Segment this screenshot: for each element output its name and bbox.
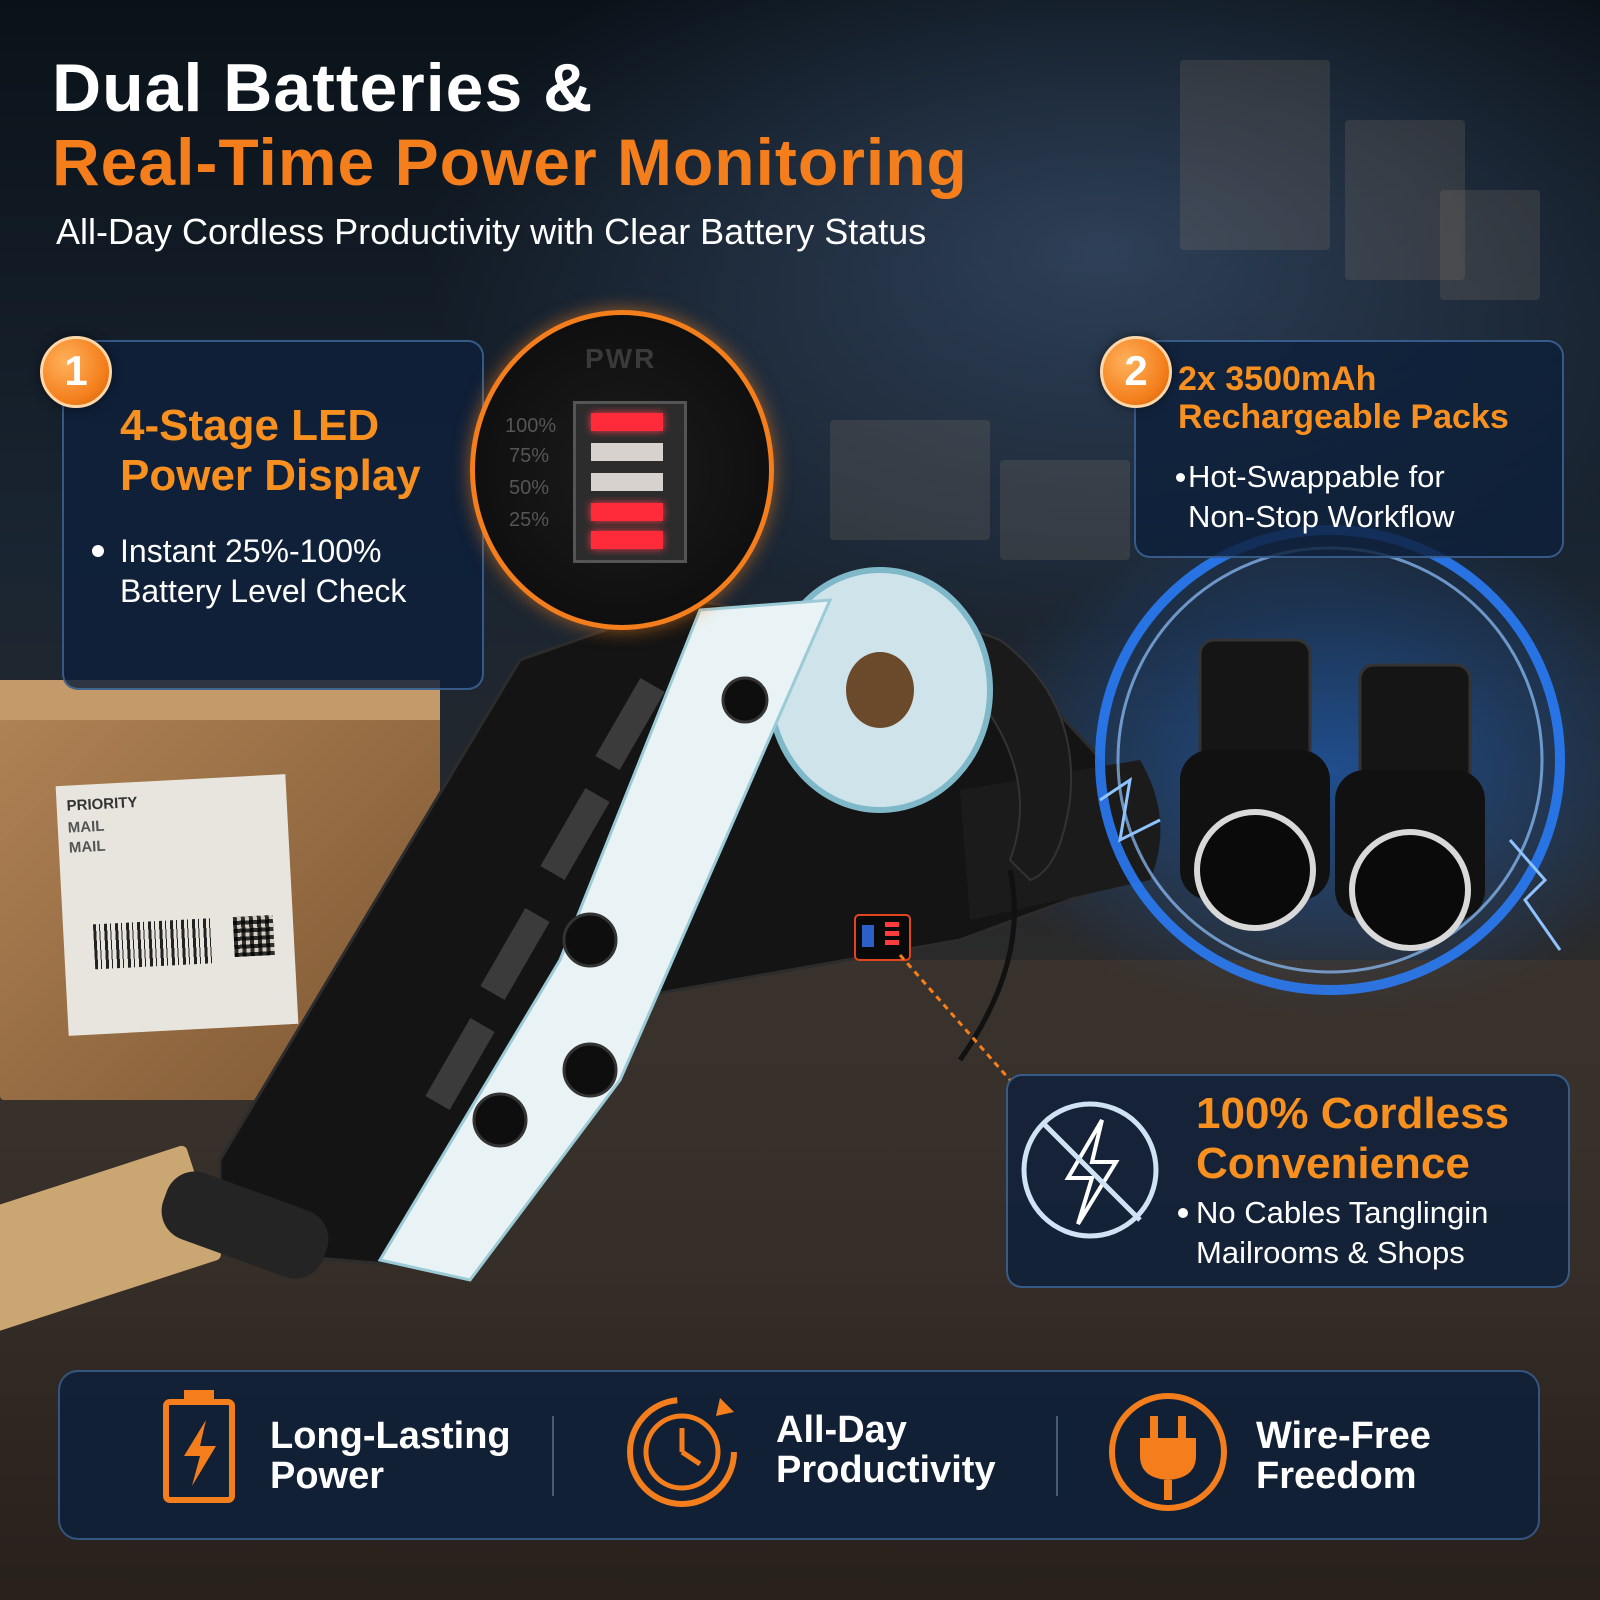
- plug-icon: [1109, 1393, 1227, 1511]
- lightning-arc: [1508, 839, 1562, 951]
- led-closeup-magnifier: PWR 100% 75% 50% 25%: [470, 310, 774, 630]
- led-bar-25b: [591, 531, 663, 549]
- benefit-label: Wire-Free: [1256, 1415, 1431, 1457]
- status-led: [885, 922, 899, 927]
- led-bar-50: [591, 473, 663, 491]
- feature-title: 100% Cordless: [1196, 1089, 1510, 1138]
- led-level-label: 100%: [505, 415, 557, 437]
- headline-subtitle: All-Day Cordless Productivity with Clear…: [56, 211, 927, 252]
- bullet-dot: [92, 545, 104, 557]
- no-cable-icon: [1021, 1101, 1159, 1239]
- battery-bolt-icon: [163, 1390, 235, 1503]
- status-switch: [862, 925, 874, 947]
- benefit-label: Freedom: [1256, 1455, 1417, 1497]
- feature-card-led-display: [62, 340, 484, 690]
- energy-ring: [1095, 525, 1565, 995]
- device-knob: [562, 912, 618, 968]
- led-bar-75: [591, 443, 663, 461]
- feature-description: No Cables Tanglingin: [1196, 1195, 1489, 1230]
- led-bar-100: [591, 413, 663, 431]
- benefit-label: Power: [270, 1455, 385, 1497]
- shelf-box: [1345, 120, 1465, 280]
- feature-title: Power Display: [120, 451, 421, 500]
- device-knob: [562, 1042, 618, 1098]
- feature-number-badge: 2: [1100, 336, 1172, 408]
- status-led: [885, 940, 899, 945]
- device-knob: [721, 676, 769, 724]
- benefit-label: All-Day: [776, 1409, 907, 1451]
- strip-barcode: [480, 908, 550, 1000]
- feature-title: Convenience: [1196, 1139, 1470, 1188]
- bullet-dot: [1178, 1208, 1188, 1218]
- feature-description: Hot-Swappable for: [1188, 459, 1445, 494]
- benefit-divider: [1056, 1416, 1058, 1496]
- clock-cycle-icon: [627, 1397, 737, 1507]
- lightning-arc: [1099, 776, 1161, 843]
- feature-title: Rechargeable Packs: [1178, 398, 1509, 436]
- headline-line-1: Dual Batteries &: [52, 50, 594, 126]
- feature-description: Non-Stop Workflow: [1188, 499, 1455, 534]
- feature-description: Mailrooms & Shops: [1196, 1235, 1465, 1270]
- shelf-box: [1440, 190, 1540, 300]
- benefit-label: Long-Lasting: [270, 1415, 511, 1457]
- feature-description: Instant 25%-100%: [120, 533, 382, 569]
- lanyard-cord: [957, 869, 1017, 1062]
- feature-number-badge: 1: [40, 336, 112, 408]
- led-level-label: 75%: [509, 445, 550, 467]
- led-level-label: 50%: [509, 477, 550, 499]
- benefits-bar: [58, 1370, 1540, 1540]
- benefit-label: Productivity: [776, 1449, 996, 1491]
- battery-pack-1-cap: [1194, 809, 1316, 931]
- shelf-box: [830, 420, 990, 540]
- feature-card-battery-packs: [1134, 340, 1564, 558]
- battery-pack-2-cap: [1349, 829, 1471, 951]
- shelf-box: [1000, 460, 1130, 560]
- feature-description: Battery Level Check: [120, 573, 407, 609]
- feature-title: 4-Stage LED: [120, 401, 380, 450]
- strip-barcode: [540, 788, 610, 880]
- pointer-line: [898, 954, 1012, 1081]
- headline-line-2: Real-Time Power Monitoring: [52, 125, 968, 199]
- shelf-box: [1180, 60, 1330, 250]
- led-label: PWR: [585, 343, 657, 374]
- feature-title: 2x 3500mAh: [1178, 360, 1377, 398]
- pressure-roller: [161, 1171, 329, 1279]
- label-roll-core: [846, 652, 914, 728]
- status-led: [885, 931, 899, 936]
- device-knob: [472, 1092, 528, 1148]
- bullet-dot: [1176, 473, 1185, 482]
- benefit-divider: [552, 1416, 554, 1496]
- strip-barcode: [595, 678, 665, 770]
- led-bar-25: [591, 503, 663, 521]
- led-level-label: 25%: [509, 509, 550, 531]
- strip-barcode: [425, 1018, 495, 1110]
